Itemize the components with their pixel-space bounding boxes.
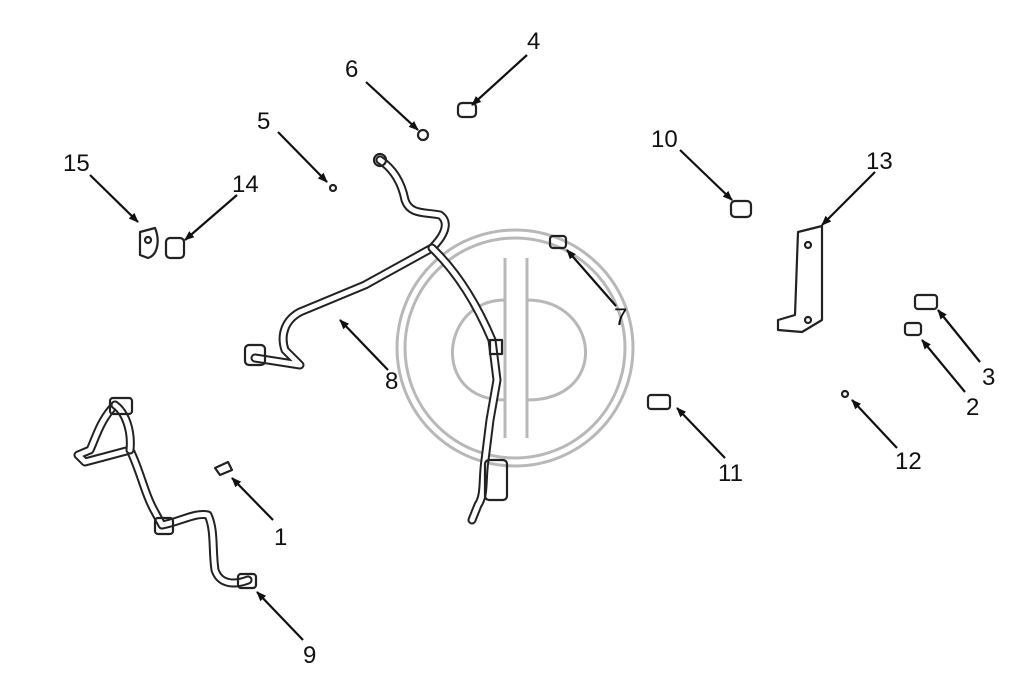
callout-8: 8 xyxy=(385,368,399,395)
callout-4: 4 xyxy=(527,28,541,55)
bracket-15-icon xyxy=(138,226,159,260)
callout-14: 14 xyxy=(232,171,259,198)
seal-5-icon xyxy=(328,183,338,193)
tube-assembly-9 xyxy=(73,396,258,590)
callout-9: 9 xyxy=(303,642,317,669)
callout-15: 15 xyxy=(63,150,90,177)
tube-assembly-8 xyxy=(243,152,509,525)
fitting-3-icon xyxy=(913,293,939,311)
bracket-13-icon xyxy=(776,224,824,334)
callout-11: 11 xyxy=(718,460,743,487)
callout-10: 10 xyxy=(651,126,678,153)
callout-5: 5 xyxy=(257,108,271,135)
seal-6-icon xyxy=(416,128,430,142)
bolt-11-icon xyxy=(646,393,672,411)
callout-3: 3 xyxy=(982,364,996,391)
watermark-logo-icon xyxy=(395,228,635,468)
washer-12-icon xyxy=(840,389,850,399)
fitting-10-icon xyxy=(729,199,753,219)
callout-7: 7 xyxy=(614,304,628,331)
clip-1-icon xyxy=(213,460,234,477)
small-parts xyxy=(138,101,939,477)
leader-lines xyxy=(89,54,981,641)
callout-6: 6 xyxy=(345,56,359,83)
fitting-7-icon xyxy=(548,234,568,250)
fitting-2-icon xyxy=(903,321,923,337)
callout-13: 13 xyxy=(866,148,893,175)
callout-1: 1 xyxy=(274,524,288,551)
callout-2: 2 xyxy=(966,394,980,421)
callout-12: 12 xyxy=(895,448,922,475)
fitting-4-icon xyxy=(456,101,478,119)
fitting-14-icon xyxy=(164,236,186,260)
